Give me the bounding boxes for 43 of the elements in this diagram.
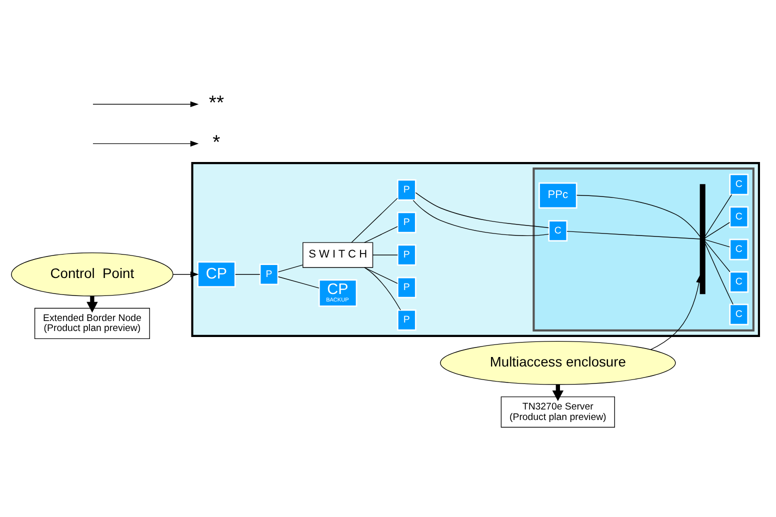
arrow [172,270,199,277]
node-box: P [396,244,416,266]
connector [704,222,730,238]
node-text: * [212,130,220,153]
connector [364,226,398,242]
connector [412,199,549,236]
node-box: PPc [538,182,578,208]
node-box: C [729,270,749,292]
connector [351,197,398,242]
node-bar [700,184,706,294]
node-box: P [396,308,416,330]
node-box: CP [197,260,236,288]
connector [704,194,732,236]
node-box: C [729,173,749,195]
connector [576,194,700,236]
node-box: Extended Border Node (Product plan preview) [34,307,150,339]
connector [278,276,320,288]
node-box: C [729,238,749,260]
arrow [92,100,199,107]
node-box: P [396,178,416,200]
connector [372,254,398,255]
node-box: P [259,263,279,285]
cluster [532,167,754,331]
node-box: S W I T C H [302,242,374,268]
node-box: TN3270e Server (Product plan preview) [500,396,615,428]
connector [278,264,304,272]
node-ellipse: Multiaccess enclosure [440,340,676,384]
node-box: C [729,303,749,325]
node-box: C [548,220,568,242]
node-ellipse: Control Point [11,252,174,296]
connector [364,266,401,310]
node-box: C [729,206,749,228]
connector [704,238,730,247]
arrow [92,140,199,146]
node-box: P [396,276,416,298]
node-text: ** [208,92,224,114]
connector [364,266,398,284]
connector [566,230,700,239]
arrow [650,274,702,350]
connector [704,242,734,304]
connector [415,192,549,228]
node-box: P [396,211,416,233]
connector [704,240,730,272]
